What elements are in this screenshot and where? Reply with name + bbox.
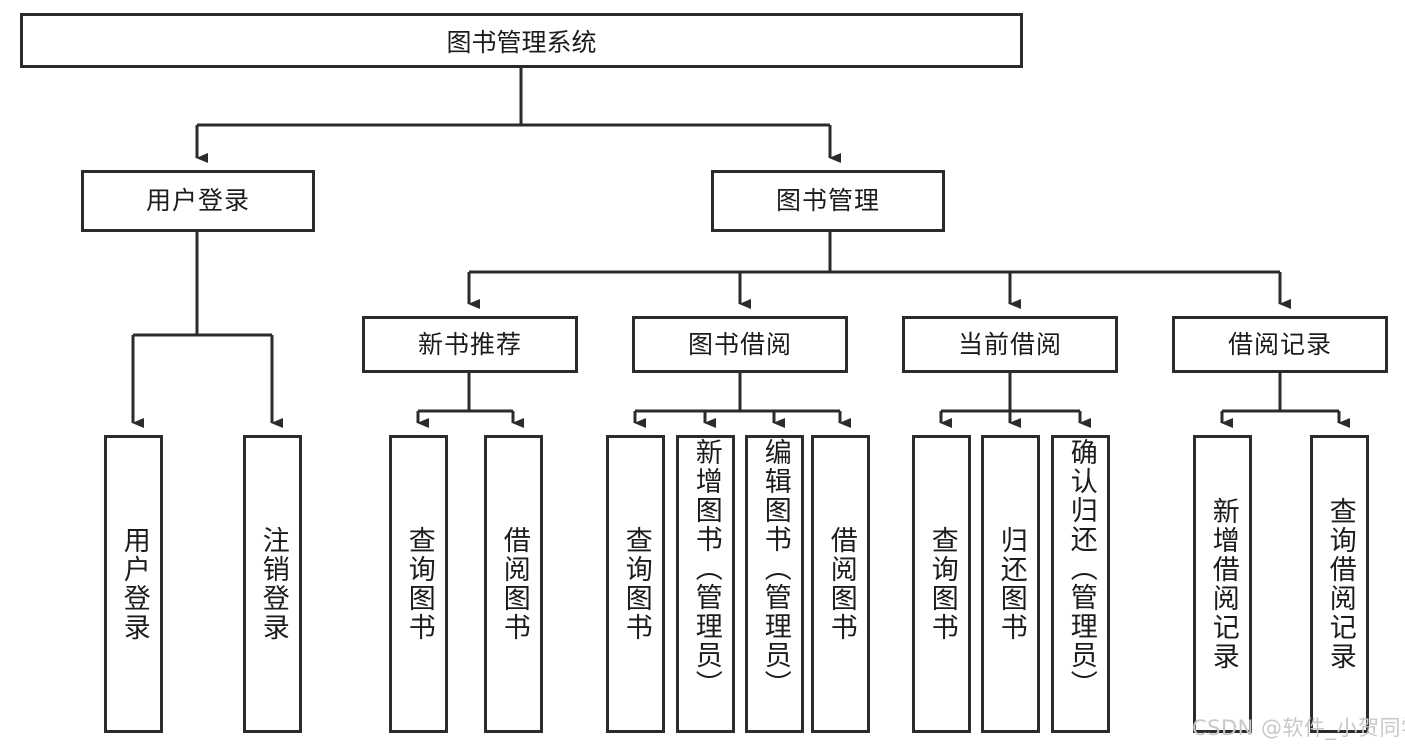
leaf-borrow-record-add[interactable]: 新增借阅记录 (1193, 435, 1252, 733)
leaf-new-book-query[interactable]: 查询图书 (389, 435, 448, 733)
leaf-borrow-record-query[interactable]: 查询借阅记录 (1310, 435, 1369, 733)
leaf-label: 归还图书 (995, 526, 1027, 642)
node-label: 当前借阅 (957, 329, 1062, 359)
node-label: 图书管理 (775, 186, 880, 215)
leaf-label: 用户登录 (118, 526, 150, 642)
leaf-label: 新增图书（管理员） (690, 438, 722, 699)
node-user-login[interactable]: 用户登录 (81, 170, 315, 232)
node-borrow-record[interactable]: 借阅记录 (1172, 316, 1388, 373)
leaf-book-borrow-add[interactable]: 新增图书（管理员） (676, 435, 735, 733)
leaf-new-book-borrow[interactable]: 借阅图书 (484, 435, 543, 733)
leaf-label: 新增借阅记录 (1207, 497, 1239, 671)
node-label: 用户登录 (145, 186, 250, 215)
node-book-borrow[interactable]: 图书借阅 (632, 316, 848, 373)
leaf-label: 编辑图书（管理员） (759, 438, 791, 699)
leaf-label: 借阅图书 (825, 526, 857, 642)
leaf-user-login-login[interactable]: 用户登录 (104, 435, 163, 733)
leaf-label: 查询借阅记录 (1324, 497, 1356, 671)
leaf-label: 查询图书 (926, 526, 958, 642)
node-book-management[interactable]: 图书管理 (711, 170, 945, 232)
csdn-watermark: CSDN @软件_小贺同学 (1192, 716, 1405, 740)
leaf-current-borrow-query[interactable]: 查询图书 (912, 435, 971, 733)
leaf-label: 注销登录 (257, 526, 289, 642)
node-label: 新书推荐 (417, 329, 522, 359)
leaf-label: 借阅图书 (498, 526, 530, 642)
node-label: 图书借阅 (687, 329, 792, 359)
leaf-current-borrow-return[interactable]: 归还图书 (981, 435, 1040, 733)
node-current-borrow[interactable]: 当前借阅 (902, 316, 1118, 373)
leaf-label: 查询图书 (403, 526, 435, 642)
node-label: 借阅记录 (1227, 329, 1332, 359)
node-root-book-management-system[interactable]: 图书管理系统 (20, 13, 1023, 68)
leaf-book-borrow-edit[interactable]: 编辑图书（管理员） (745, 435, 804, 733)
leaf-current-borrow-confirm-return[interactable]: 确认归还（管理员） (1051, 435, 1110, 733)
leaf-label: 查询图书 (620, 526, 652, 642)
node-label: 图书管理系统 (446, 27, 597, 57)
leaf-book-borrow-query[interactable]: 查询图书 (606, 435, 665, 733)
leaf-user-login-logout[interactable]: 注销登录 (243, 435, 302, 733)
leaf-book-borrow-borrow[interactable]: 借阅图书 (811, 435, 870, 733)
leaf-label: 确认归还（管理员） (1065, 438, 1097, 699)
node-new-book-recommend[interactable]: 新书推荐 (362, 316, 578, 373)
